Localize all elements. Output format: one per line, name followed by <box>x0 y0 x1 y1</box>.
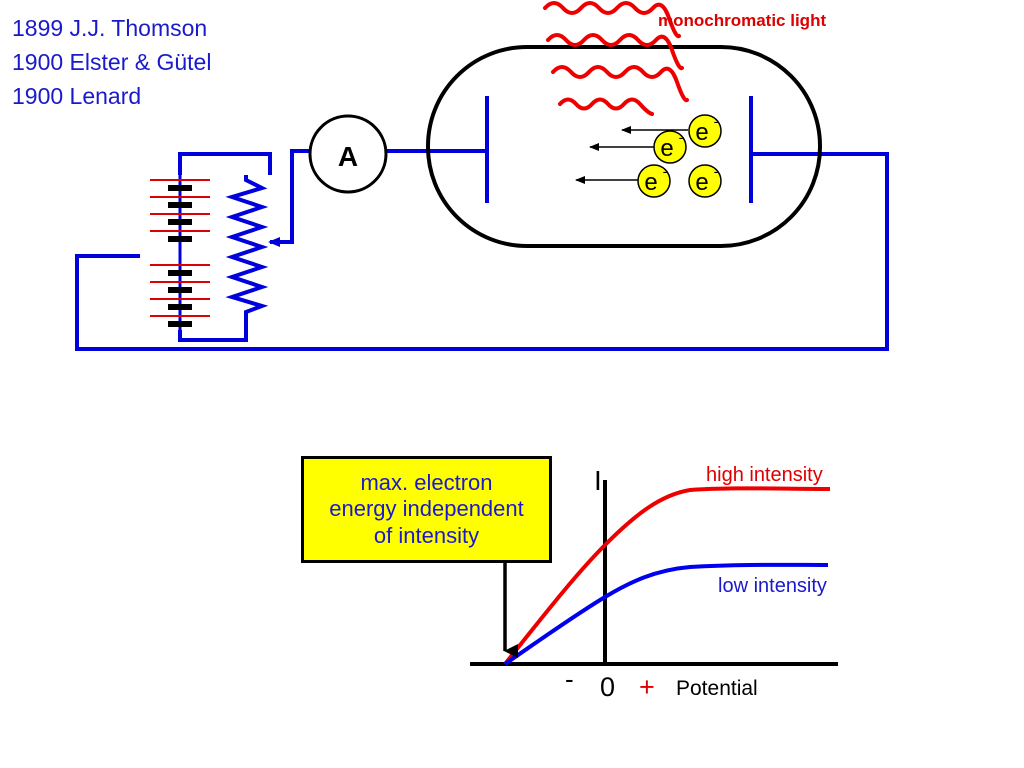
ammeter-label: A <box>338 141 358 172</box>
history-line-3: 1900 Lenard <box>12 83 142 109</box>
wire-bottom-left <box>178 320 248 342</box>
electron: e - <box>637 163 671 198</box>
low-intensity-label: low intensity <box>718 575 827 597</box>
battery-icon <box>150 175 210 330</box>
x-pos-label: + <box>639 672 655 702</box>
ammeter: A <box>308 114 388 194</box>
electron: e - <box>688 113 722 148</box>
y-axis-label: I <box>594 465 602 496</box>
rheostat-icon <box>225 175 269 320</box>
electron: e - <box>653 129 687 164</box>
svg-text:-: - <box>679 129 684 145</box>
svg-text:e: e <box>660 135 673 162</box>
callout-box: max. electron energy independent of inte… <box>301 456 552 563</box>
vacuum-tube <box>426 45 822 248</box>
iv-graph: I - 0 + Potential high intensity low int… <box>470 464 838 702</box>
callout-line-2: energy independent <box>329 496 524 522</box>
high-intensity-curve <box>503 486 831 666</box>
x-neg-label: - <box>565 664 574 694</box>
high-intensity-label: high intensity <box>706 464 823 486</box>
svg-text:-: - <box>714 113 719 129</box>
wire-slider <box>282 149 310 244</box>
callout-line-1: max. electron <box>360 469 493 495</box>
light-wave-icon <box>543 1 689 116</box>
electron: e - <box>688 163 722 198</box>
wire-return <box>75 152 889 351</box>
electron-paths <box>575 126 688 184</box>
svg-text:e: e <box>695 119 708 146</box>
wire-top <box>178 152 272 175</box>
svg-text:e: e <box>644 169 657 196</box>
low-intensity-curve <box>503 562 829 666</box>
x-zero-label: 0 <box>600 672 615 702</box>
light-label: monochromatic light <box>658 11 826 30</box>
callout-line-3: of intensity <box>373 522 480 548</box>
history-line-2: 1900 Elster & Gütel <box>12 49 212 75</box>
history-line-1: 1899 J.J. Thomson <box>12 15 208 41</box>
svg-text:-: - <box>663 163 668 179</box>
svg-text:e: e <box>695 169 708 196</box>
x-axis-label: Potential <box>676 677 758 700</box>
circuit-wires <box>75 149 889 351</box>
svg-text:-: - <box>714 163 719 179</box>
